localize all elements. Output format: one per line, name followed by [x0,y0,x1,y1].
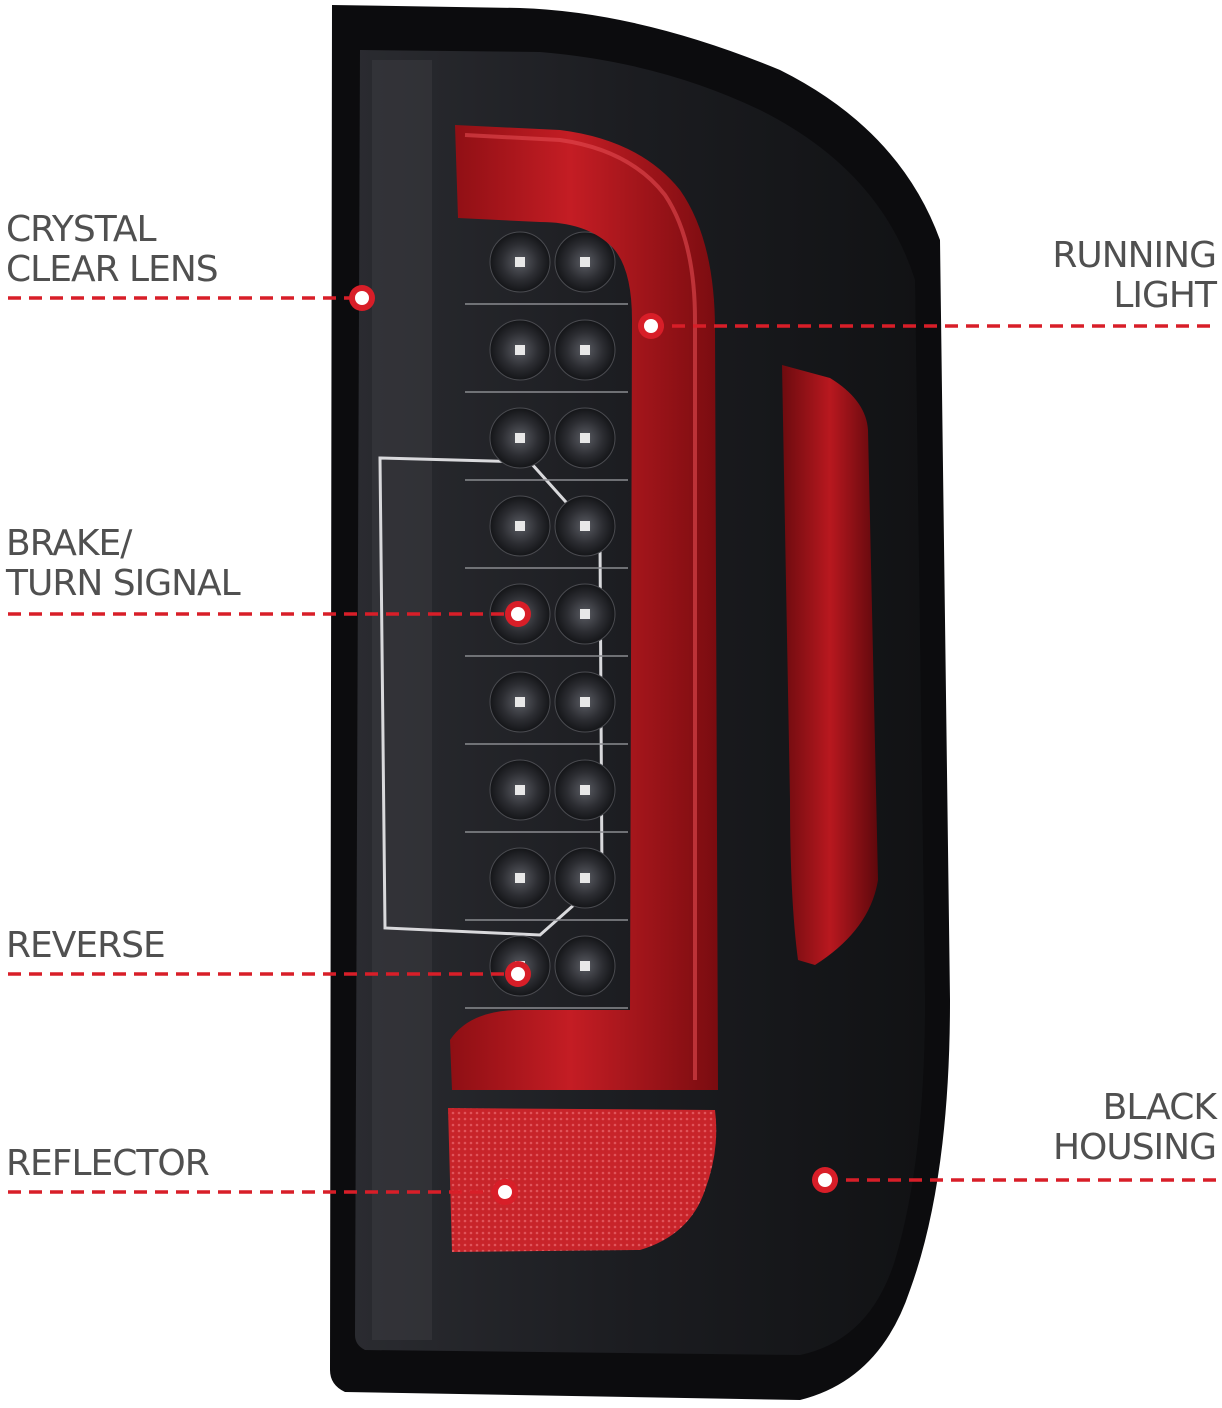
led-chip [515,785,525,795]
label-reflector-line1: REFLECTOR [6,1143,210,1184]
leader-reverse-dot [511,967,525,981]
leader-lines [8,285,1216,1205]
label-reverse: REVERSE [6,925,166,966]
leader-running-light-dot [644,319,658,333]
led-chip [515,433,525,443]
led-chip [580,961,590,971]
label-black-housing-line1: BLACK [1102,1087,1217,1128]
label-brake-turn-signal-line1: BRAKE/ [6,523,132,564]
led-chip [580,697,590,707]
led-chip [580,433,590,443]
led-chip [515,697,525,707]
led-chip [515,257,525,267]
leader-reflector-dot [498,1185,512,1199]
running-light-bar [450,125,718,1090]
label-running-light-line1: RUNNING [1052,235,1217,276]
running-light-highlight [464,133,697,1080]
label-black-housing: BLACK HOUSING [1052,1087,1217,1168]
led-chip [580,521,590,531]
label-crystal-clear-lens-line1: CRYSTAL [6,209,157,250]
label-crystal-clear-lens: CRYSTAL CLEAR LENS [6,209,219,290]
leader-black-housing-dot [818,1173,832,1187]
led-chip [515,521,525,531]
led-chip [580,345,590,355]
led-chip [515,873,525,883]
leader-brake-turn-signal-dot [511,607,525,621]
led-chip [580,873,590,883]
label-brake-turn-signal: BRAKE/ TURN SIGNAL [6,523,241,604]
label-running-light-line2: LIGHT [1113,275,1217,316]
label-black-housing-line2: HOUSING [1052,1127,1217,1168]
label-reflector: REFLECTOR [6,1143,210,1184]
leader-crystal-clear-lens-dot [355,291,369,305]
label-crystal-clear-lens-line2: CLEAR LENS [6,249,219,290]
side-reflector [782,365,878,965]
led-chip [515,345,525,355]
led-chip [580,609,590,619]
led-grid [465,231,628,1009]
led-chip [580,257,590,267]
led-chip [580,785,590,795]
clear-lens-strip [372,60,432,1340]
label-reverse-line1: REVERSE [6,925,166,966]
label-running-light: RUNNING LIGHT [1052,235,1217,316]
label-brake-turn-signal-line2: TURN SIGNAL [6,563,241,604]
bottom-reflector [448,1108,717,1252]
